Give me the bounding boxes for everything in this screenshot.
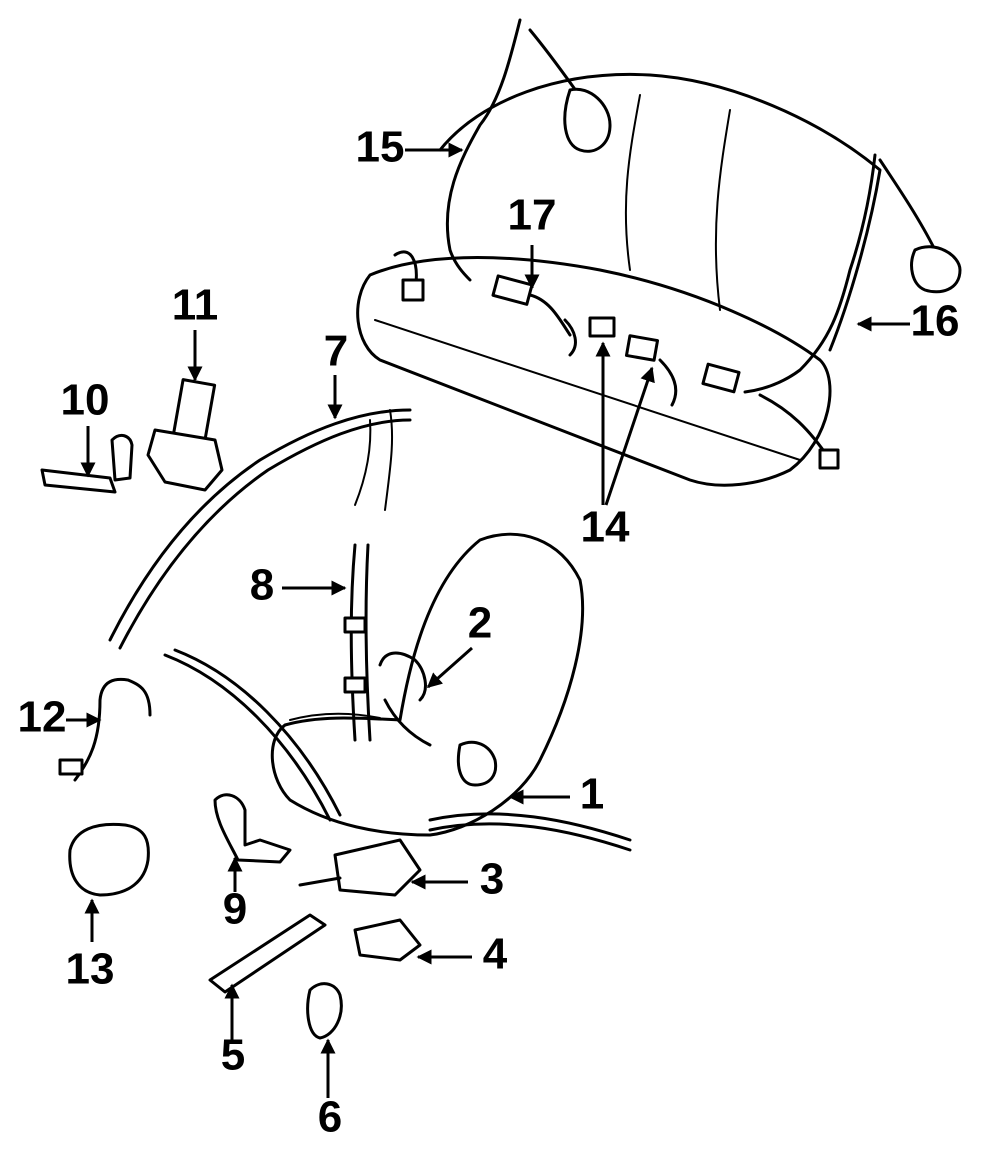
front-belt-webbing: [163, 648, 632, 852]
callout-5: 5: [221, 1031, 245, 1080]
callout-14: 14: [581, 503, 630, 552]
part-12-harness: [58, 677, 152, 782]
part-1-buckle: [456, 740, 498, 787]
callout-6: 6: [318, 1093, 342, 1142]
callout-9: 9: [223, 885, 247, 934]
part-14-rear-buckles: [563, 316, 741, 407]
callout-10: 10: [61, 376, 110, 425]
callout-15: 15: [356, 123, 405, 172]
rear-seat-illustration: [356, 72, 882, 487]
callout-17: 17: [508, 191, 557, 240]
part-16-rear-belt-right: [743, 153, 962, 470]
callout-12: 12: [18, 693, 67, 742]
part-7-upper-rail: [108, 408, 412, 650]
part-11-height-adjuster: [146, 378, 224, 492]
callout-2: 2: [468, 599, 492, 648]
part-8-pillar-guide: [343, 543, 372, 742]
callout-1: 1: [580, 770, 604, 819]
leader-lines: [66, 142, 910, 1098]
part-2-belt-guide: [378, 651, 432, 747]
callout-8: 8: [250, 561, 274, 610]
part-6-bracket: [306, 982, 343, 1040]
callout-7: 7: [324, 327, 348, 376]
callout-16: 16: [911, 297, 960, 346]
callout-3: 3: [480, 855, 504, 904]
part-10-bracket: [40, 433, 134, 494]
part-15-rear-belt-left: [393, 18, 612, 302]
part-5-seat-rail: [208, 913, 327, 994]
part-9-lap-anchor: [213, 793, 292, 864]
part-13-module: [68, 822, 150, 897]
callout-13: 13: [66, 945, 115, 994]
front-seat-illustration: [270, 532, 585, 837]
part-17-center-buckle: [491, 274, 572, 337]
part-4-anchor-bracket: [353, 918, 422, 962]
callout-labels: 1 2 3 4 5 6 7 8 9 10 11 12 13 14 15 16 1…: [18, 123, 960, 1142]
part-3-retractor: [298, 838, 422, 897]
callout-11: 11: [172, 281, 219, 330]
callout-4: 4: [483, 930, 508, 979]
